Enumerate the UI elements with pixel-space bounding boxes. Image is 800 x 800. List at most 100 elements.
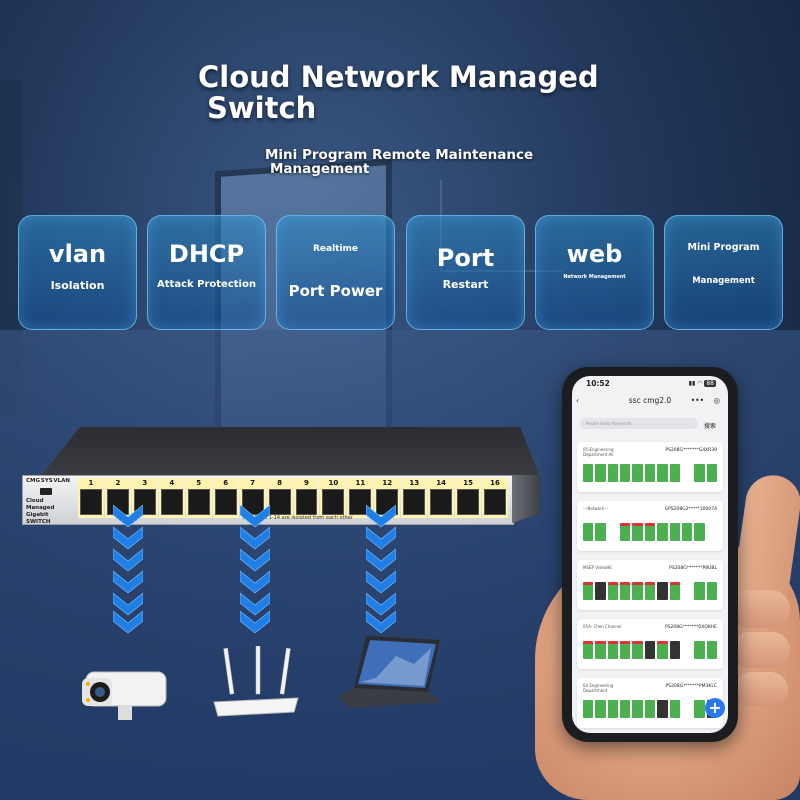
port-status-indicator — [583, 641, 594, 659]
device-name: MSEP VideoHE — [583, 565, 612, 570]
port-status-indicator — [669, 700, 680, 718]
app-bar: ‹ ssc cmg2.0 ••• ◎ — [572, 396, 728, 405]
add-button[interactable]: + — [705, 698, 725, 718]
down-arrow-icon — [240, 505, 270, 633]
led-label-sys: SYS — [40, 478, 53, 484]
hand-finger — [734, 672, 788, 706]
port-status-indicator — [669, 582, 680, 600]
port-number: 4 — [169, 479, 175, 487]
ethernet-port: 16 — [482, 478, 508, 518]
port-status-indicator — [620, 523, 631, 541]
port-status-indicator — [595, 523, 606, 541]
device-model: PS208G*******P8UBL — [669, 566, 717, 571]
page-subtitle: Mini Program Remote Maintenance Manageme… — [265, 148, 533, 176]
port-status-indicator — [694, 464, 705, 482]
feature-caption: Restart — [442, 278, 489, 291]
port-status-strip — [583, 700, 717, 718]
device-model: PS208G*******PM3KLC — [665, 684, 717, 689]
switch-vlan-note: Vlan Ports 1-14 are isolated from each o… — [242, 515, 353, 521]
feature-caption-top: Mini Program — [687, 242, 760, 253]
port-status-indicator — [694, 582, 705, 600]
port-status-indicator — [632, 582, 643, 600]
vlan-toggle-button[interactable] — [40, 488, 52, 495]
port-status-indicator — [682, 700, 692, 718]
record-icon[interactable]: ◎ — [713, 396, 720, 405]
phone-screen: 10:52 ▮▮ ◠ 88 ‹ ssc cmg2.0 ••• ◎ Please … — [572, 376, 728, 733]
feature-title: web — [566, 240, 623, 268]
port-status-indicator — [657, 523, 668, 541]
port-status-strip — [583, 523, 717, 541]
rj45-jack — [268, 489, 291, 515]
port-number: 8 — [277, 479, 282, 487]
led-label-cmg: CMG — [26, 478, 41, 484]
ethernet-port: 13 — [401, 478, 428, 518]
ethernet-port: 10 — [320, 478, 347, 518]
feature-caption: Attack Protection — [157, 279, 256, 290]
page-title: Cloud Network Managed Switch — [198, 62, 599, 124]
port-status-indicator — [608, 523, 618, 541]
port-status-indicator — [595, 464, 606, 482]
down-arrow-icon — [366, 505, 396, 633]
port-status-indicator — [595, 700, 606, 718]
device-name: ---Network--- — [583, 506, 609, 511]
switch-status-panel: CMG SYS VLAN Cloud Managed Gigabit SWITC… — [26, 478, 70, 526]
port-number: 5 — [196, 479, 202, 487]
feature-card-port-power: Realtime Port Power — [276, 215, 395, 330]
led-label-vlan: VLAN — [53, 478, 70, 484]
rj45-jack — [403, 489, 426, 515]
port-status-indicator — [595, 641, 606, 659]
port-status-indicator — [694, 700, 705, 718]
port-number: 7 — [250, 479, 256, 487]
rj45-jack — [484, 489, 506, 515]
port-status-indicator — [657, 641, 668, 659]
port-status-indicator — [595, 582, 606, 600]
port-status-indicator — [583, 700, 594, 718]
feature-card-port-restart: Port Restart — [406, 215, 525, 330]
feature-caption: Isolation — [50, 279, 105, 292]
hand-finger — [732, 632, 790, 668]
port-number: 14 — [436, 479, 447, 487]
port-status-indicator — [669, 464, 680, 482]
port-status-indicator — [694, 523, 705, 541]
more-icon[interactable]: ••• — [690, 396, 704, 405]
port-status-indicator — [644, 523, 656, 541]
feature-title: vlan — [48, 240, 107, 268]
signal-icon: ▮▮ — [688, 380, 696, 387]
device-card[interactable]: ---Network---GPS208G2*****100074 — [577, 501, 723, 551]
back-icon[interactable]: ‹ — [576, 396, 579, 405]
port-number: 9 — [304, 479, 309, 487]
port-number: 15 — [463, 479, 473, 487]
switch-top — [40, 427, 540, 477]
port-status-indicator — [583, 523, 594, 541]
port-status-indicator — [632, 523, 643, 541]
port-number: 1 — [88, 479, 94, 487]
switch-model: Cloud Managed Gigabit SWITCH — [26, 498, 70, 526]
search-input[interactable]: Please Enter Keywords — [580, 418, 698, 429]
port-status-indicator — [669, 523, 680, 541]
rj45-jack — [295, 489, 318, 515]
feature-card-dhcp: DHCP Attack Protection — [147, 215, 266, 330]
feature-title: Port Power — [288, 282, 383, 300]
feature-caption-top: Realtime — [312, 244, 359, 254]
device-name: 05-Engineering Department All — [583, 447, 614, 457]
port-status-indicator — [644, 700, 656, 718]
rj45-jack — [430, 489, 453, 515]
port-status-indicator — [583, 464, 594, 482]
ethernet-port: 2 — [104, 478, 131, 518]
wifi-icon: ◠ — [697, 380, 703, 387]
port-status-indicator — [644, 582, 656, 600]
port-status-indicator — [681, 523, 693, 541]
port-status-indicator — [707, 523, 717, 541]
search-button[interactable]: 搜索 — [704, 423, 717, 430]
rj45-jack — [187, 489, 210, 515]
port-status-indicator — [657, 464, 668, 482]
port-status-indicator — [583, 582, 594, 600]
device-card[interactable]: MSEP VideoHE PS208G*******P8UBL — [577, 560, 723, 610]
rj45-jack — [160, 489, 183, 515]
port-number: 12 — [382, 479, 393, 487]
port-number: 10 — [328, 479, 339, 487]
